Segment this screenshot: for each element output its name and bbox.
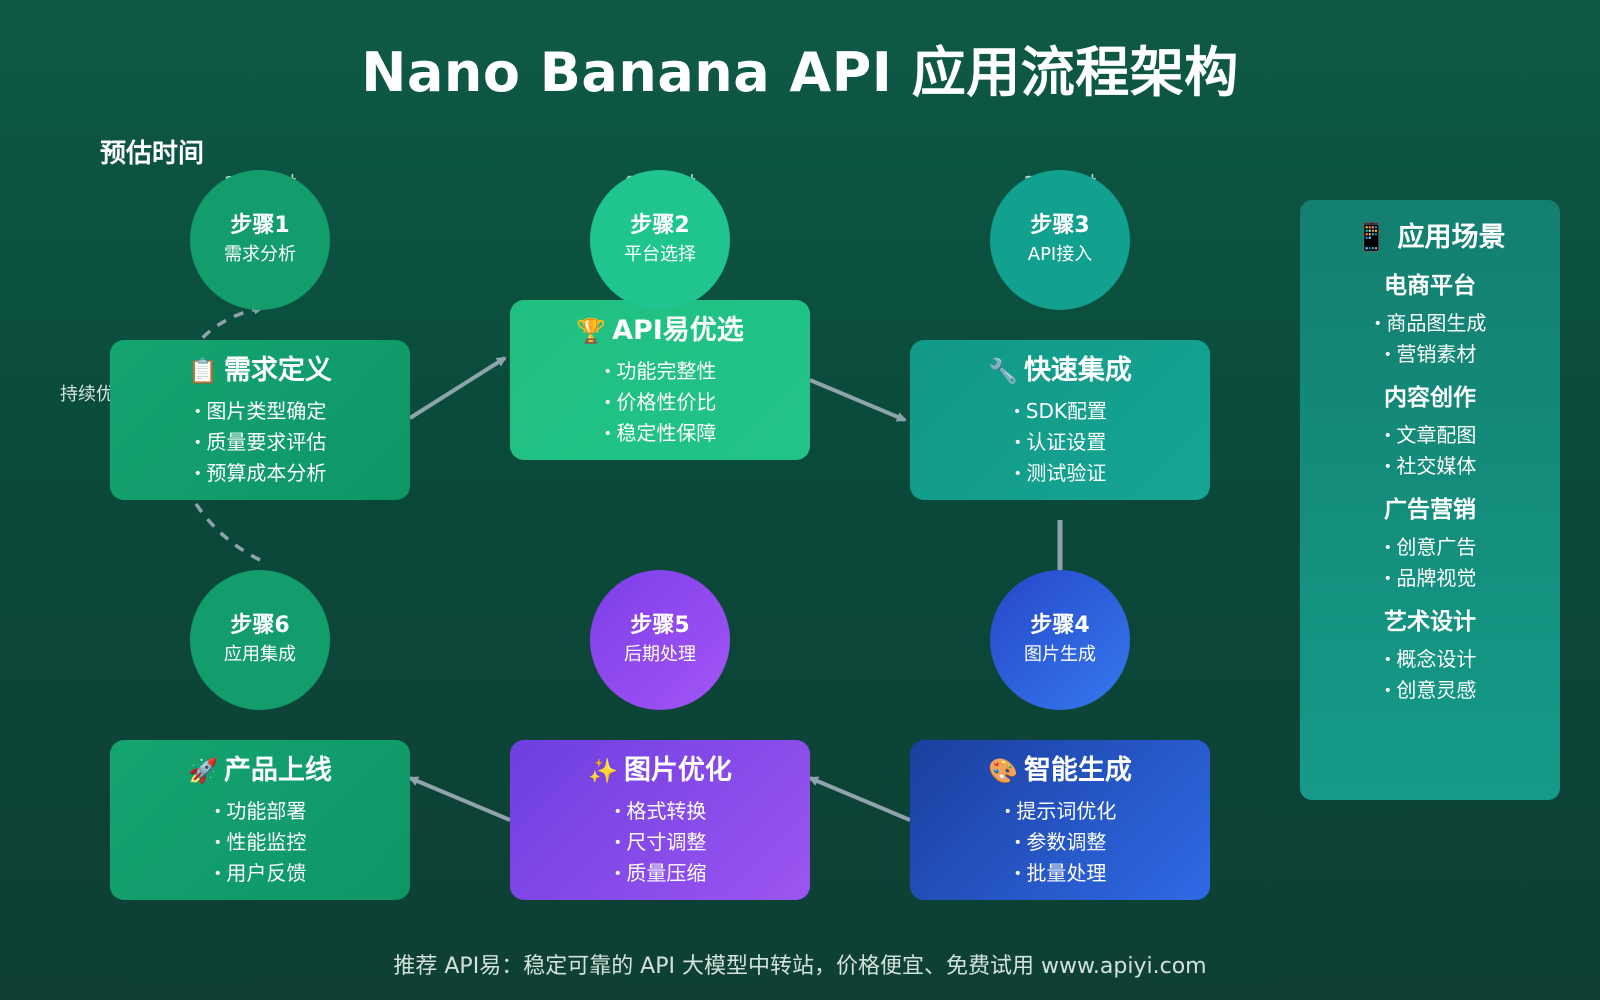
card-item: 参数调整	[910, 827, 1210, 858]
card-items: 功能部署 性能监控 用户反馈	[110, 796, 410, 889]
step-circle-5: 步骤5 后期处理	[590, 570, 730, 710]
card-title-text: 图片优化	[623, 755, 732, 786]
clipboard-icon: 📋	[188, 357, 218, 385]
card-item: 功能部署	[110, 796, 410, 827]
scenario-item: 商品图生成	[1300, 308, 1560, 339]
card-title-text: 快速集成	[1023, 355, 1132, 386]
arrow-5-to-6	[408, 776, 511, 822]
step-name: 应用集成	[224, 644, 296, 665]
card-image-optimization: ✨图片优化 格式转换 尺寸调整 质量压缩	[510, 740, 810, 900]
step-circle-1: 步骤1 需求分析	[190, 170, 330, 310]
card-item: SDK配置	[910, 396, 1210, 427]
card-items: 格式转换 尺寸调整 质量压缩	[510, 796, 810, 889]
card-item: 稳定性保障	[510, 418, 810, 449]
card-product-launch: 🚀产品上线 功能部署 性能监控 用户反馈	[110, 740, 410, 900]
step-name: 后期处理	[624, 644, 696, 665]
step-number: 步骤3	[1030, 213, 1090, 238]
scenario-items: 文章配图 社交媒体	[1300, 420, 1560, 482]
trophy-icon: 🏆	[576, 317, 607, 345]
card-smart-generation: 🎨智能生成 提示词优化 参数调整 批量处理	[910, 740, 1210, 900]
card-item: 批量处理	[910, 858, 1210, 889]
scenario-item: 品牌视觉	[1300, 563, 1560, 594]
card-title-text: 产品上线	[223, 755, 332, 786]
card-item: 功能完整性	[510, 356, 810, 387]
card-item: 测试验证	[910, 458, 1210, 489]
scenario-item: 创意广告	[1300, 532, 1560, 563]
sparkles-icon: ✨	[588, 757, 618, 785]
scenario-items: 创意广告 品牌视觉	[1300, 532, 1560, 594]
card-title: 🏆API易优选	[510, 312, 810, 350]
time-heading: 预估时间	[100, 139, 205, 169]
scenario-item: 社交媒体	[1300, 451, 1560, 482]
rocket-icon: 🚀	[188, 757, 218, 785]
arrow-4-to-5	[808, 776, 911, 822]
card-quick-integration: 🔧快速集成 SDK配置 认证设置 测试验证	[910, 340, 1210, 500]
scenario-category: 电商平台	[1384, 273, 1476, 299]
step-circle-2: 步骤2 平台选择	[590, 170, 730, 310]
step-circle-3: 步骤3 API接入	[990, 170, 1130, 310]
scenario-category: 广告营销	[1384, 497, 1476, 523]
step-circle-6: 步骤6 应用集成	[190, 570, 330, 710]
card-title: 🚀产品上线	[110, 752, 410, 790]
card-title-text: 智能生成	[1023, 755, 1132, 786]
card-item: 提示词优化	[910, 796, 1210, 827]
step-name: 需求分析	[224, 244, 296, 265]
scenario-item: 营销素材	[1300, 339, 1560, 370]
arrow-1-to-2	[408, 356, 507, 420]
scenarios-title-text: 应用场景	[1397, 222, 1506, 253]
palette-icon: 🎨	[988, 757, 1018, 785]
step-number: 步骤2	[630, 213, 690, 238]
card-items: 功能完整性 价格性价比 稳定性保障	[510, 356, 810, 449]
card-item: 价格性价比	[510, 387, 810, 418]
scenario-item: 概念设计	[1300, 644, 1560, 675]
card-items: 提示词优化 参数调整 批量处理	[910, 796, 1210, 889]
card-title: ✨图片优化	[510, 752, 810, 790]
card-item: 尺寸调整	[510, 827, 810, 858]
card-title: 🔧快速集成	[910, 352, 1210, 390]
card-requirement-definition: 📋需求定义 图片类型确定 质量要求评估 预算成本分析	[110, 340, 410, 500]
card-platform-choice: 🏆API易优选 功能完整性 价格性价比 稳定性保障	[510, 300, 810, 460]
card-item: 用户反馈	[110, 858, 410, 889]
scenario-category: 艺术设计	[1384, 609, 1476, 635]
card-title-text: API易优选	[612, 315, 744, 346]
step-name: 平台选择	[624, 244, 696, 265]
card-item: 格式转换	[510, 796, 810, 827]
scenarios-title: 📱 应用场景	[1300, 218, 1560, 258]
step-circle-4: 步骤4 图片生成	[990, 570, 1130, 710]
card-item: 图片类型确定	[110, 396, 410, 427]
page-title: Nano Banana API 应用流程架构	[361, 41, 1239, 104]
step-number: 步骤6	[230, 613, 290, 638]
step-number: 步骤1	[230, 213, 290, 238]
scenario-items: 概念设计 创意灵感	[1300, 644, 1560, 706]
scenario-item: 文章配图	[1300, 420, 1560, 451]
footer-recommendation: 推荐 API易：稳定可靠的 API 大模型中转站，价格便宜、免费试用 www.a…	[393, 954, 1207, 979]
card-item: 质量压缩	[510, 858, 810, 889]
scenario-item: 创意灵感	[1300, 675, 1560, 706]
card-title-text: 需求定义	[223, 355, 332, 386]
card-item: 认证设置	[910, 427, 1210, 458]
scenarios-panel: 📱 应用场景 电商平台 商品图生成 营销素材 内容创作 文章配图 社交媒体 广告…	[1300, 200, 1560, 800]
scenario-category: 内容创作	[1384, 385, 1476, 411]
step-number: 步骤4	[1030, 613, 1090, 638]
wrench-icon: 🔧	[988, 357, 1018, 385]
step-name: API接入	[1027, 244, 1093, 265]
card-items: 图片类型确定 质量要求评估 预算成本分析	[110, 396, 410, 489]
scenario-items: 商品图生成 营销素材	[1300, 308, 1560, 370]
card-item: 质量要求评估	[110, 427, 410, 458]
card-title: 🎨智能生成	[910, 752, 1210, 790]
mobile-phone-icon: 📱	[1354, 222, 1389, 253]
arrow-2-to-3	[809, 378, 907, 422]
step-number: 步骤5	[630, 613, 690, 638]
card-title: 📋需求定义	[110, 352, 410, 390]
card-items: SDK配置 认证设置 测试验证	[910, 396, 1210, 489]
step-name: 图片生成	[1024, 644, 1096, 665]
card-item: 预算成本分析	[110, 458, 410, 489]
card-item: 性能监控	[110, 827, 410, 858]
